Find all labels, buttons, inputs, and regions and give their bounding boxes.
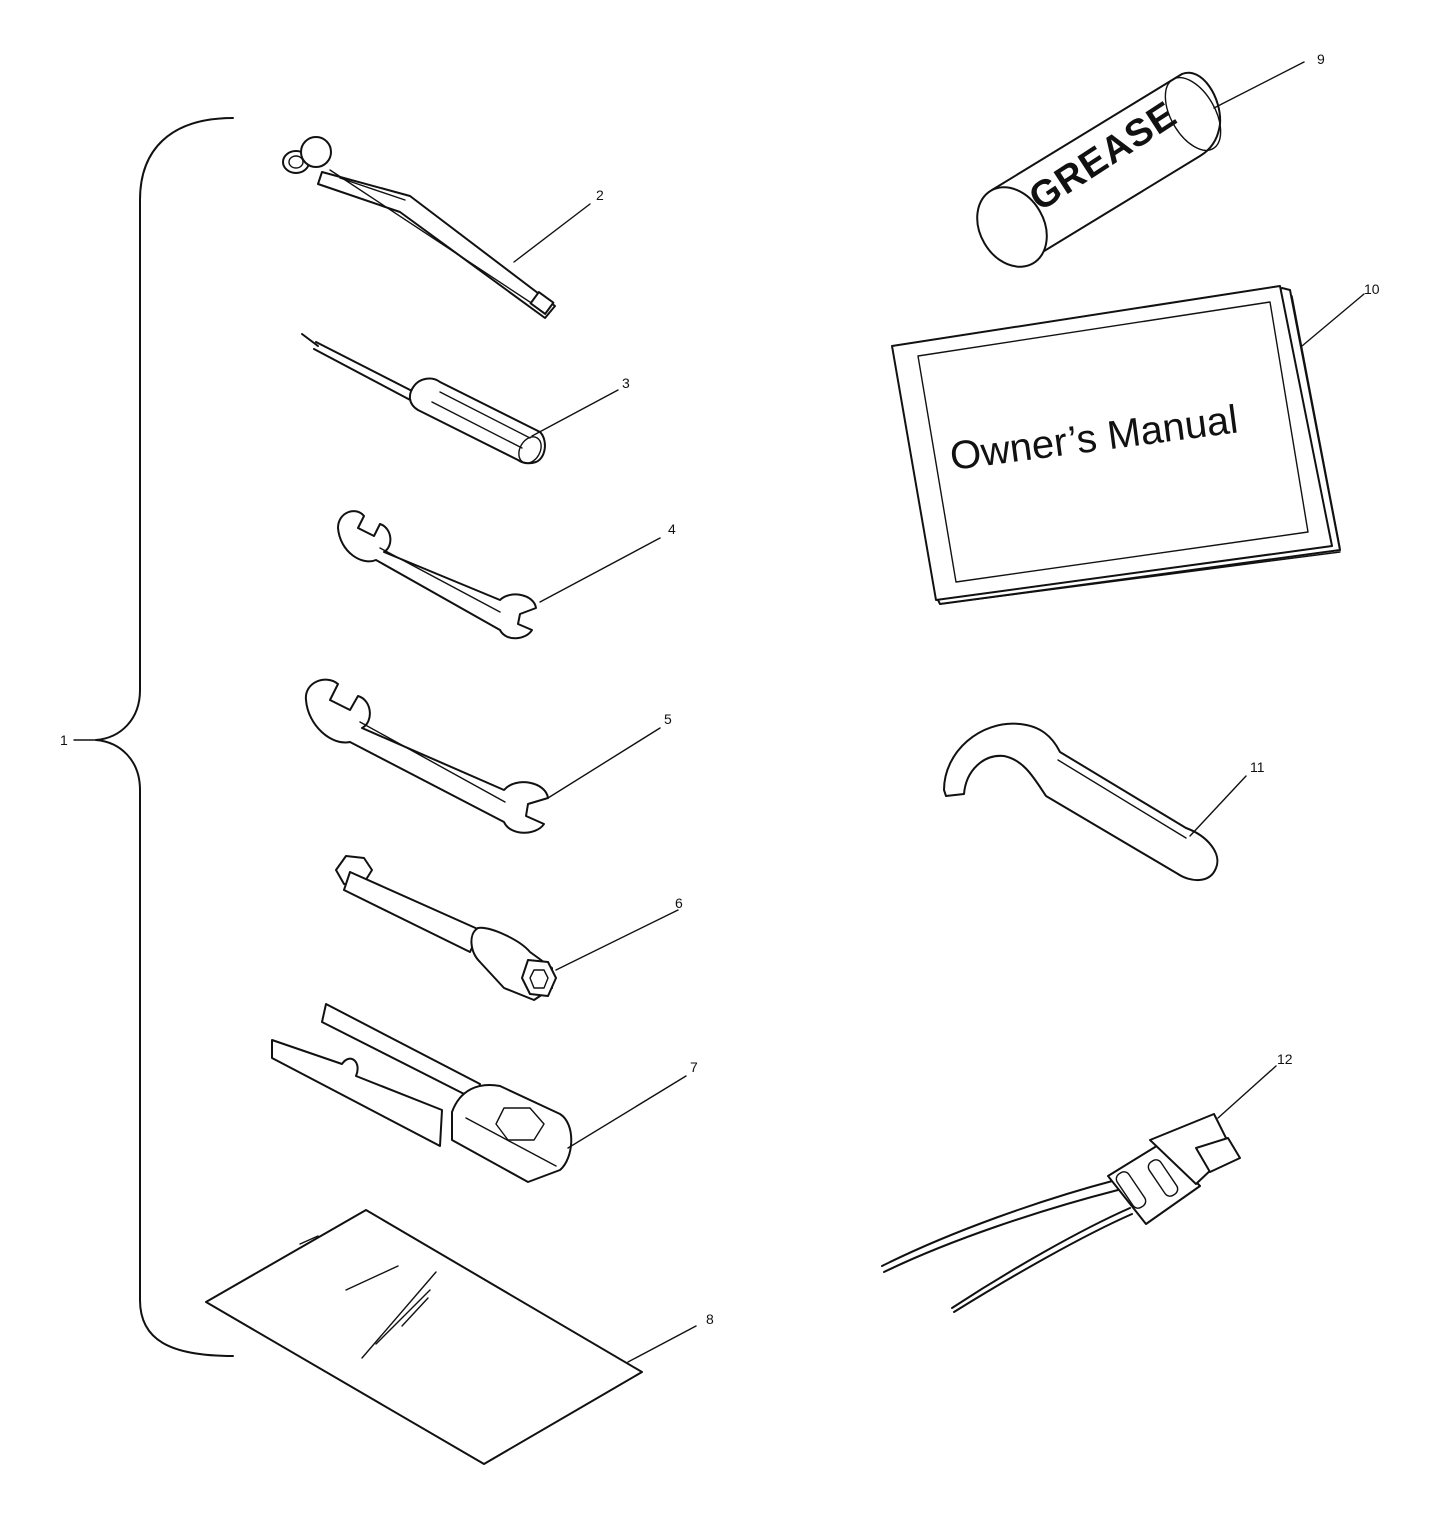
callout-12: 12: [1277, 1051, 1293, 1067]
spanner-wrench: [271, 1003, 573, 1183]
open-end-wrench-small: [337, 510, 537, 640]
spark-plug-socket: [335, 855, 557, 1001]
callout-2: 2: [596, 187, 604, 203]
callout-6: 6: [675, 895, 683, 911]
callout-leaders: [73, 61, 1365, 1363]
callout-5: 5: [664, 711, 672, 727]
grease-tube: GREASE: [976, 71, 1222, 268]
callout-10: 10: [1364, 281, 1380, 297]
wire-harness: [881, 1113, 1241, 1313]
open-end-wrench-large: [304, 678, 549, 834]
owners-manual: Owner’s Manual: [891, 285, 1341, 605]
screwdriver: [301, 333, 546, 465]
callout-9: 9: [1317, 51, 1325, 67]
plastic-bag: [205, 1209, 643, 1465]
group-brace: [95, 117, 234, 1357]
callout-8: 8: [706, 1311, 714, 1327]
hook-spanner: [943, 722, 1219, 881]
callout-7: 7: [690, 1059, 698, 1075]
tire-pressure-gauge: [282, 136, 556, 319]
callout-1: 1: [60, 732, 68, 748]
callout-4: 4: [668, 521, 676, 537]
callout-numbers: 1 2 3 4 5 6 7 8 9 10 11 12: [60, 51, 1380, 1327]
callout-3: 3: [622, 375, 630, 391]
callout-11: 11: [1250, 759, 1265, 775]
